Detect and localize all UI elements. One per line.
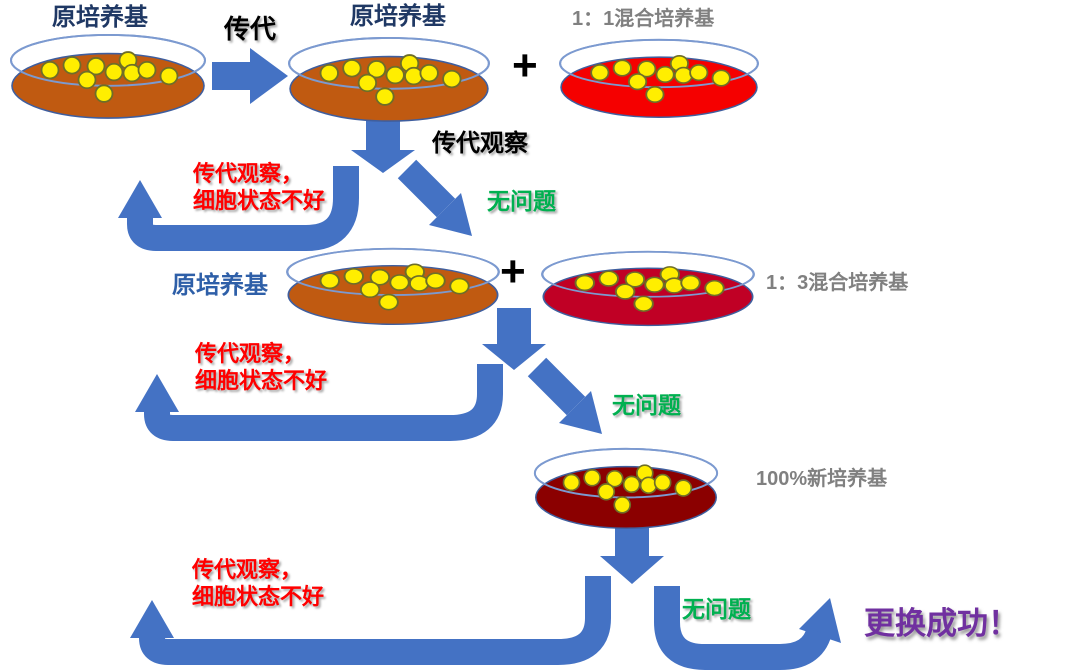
label-mix-1-1: 1：1混合培养基 bbox=[572, 8, 715, 30]
loop-arrow-3-path bbox=[139, 576, 611, 665]
passage-right-arrow bbox=[212, 48, 288, 104]
diagonal-arrow-1-line bbox=[397, 159, 456, 218]
dish-original-3 bbox=[284, 247, 502, 327]
dish-original-2 bbox=[286, 36, 492, 124]
block-arrows-group bbox=[118, 48, 841, 643]
bad-state-line1: 传代观察， bbox=[192, 557, 303, 582]
diagonal-arrow-1-head bbox=[429, 193, 472, 236]
cells-group bbox=[40, 51, 179, 103]
label-bad-state-1: 传代观察， 细胞状态不好 bbox=[193, 160, 325, 214]
bad-state-line1: 传代观察， bbox=[193, 161, 304, 186]
label-original-medium-1: 原培养基 bbox=[52, 4, 148, 31]
bad-state-line1: 传代观察， bbox=[195, 341, 306, 366]
label-no-problem-3: 无问题 bbox=[682, 596, 751, 622]
label-no-problem-1: 无问题 bbox=[487, 188, 556, 214]
loop-arrow-1-head bbox=[118, 180, 162, 218]
dish-mix-1-1 bbox=[557, 38, 761, 120]
loop-arrow-2-path bbox=[144, 364, 503, 441]
cells-group bbox=[319, 263, 470, 311]
dish-original-1 bbox=[8, 33, 208, 121]
label-bad-state-2: 传代观察， 细胞状态不好 bbox=[195, 340, 327, 394]
diagonal-arrow-2-line bbox=[527, 357, 586, 416]
label-new-medium-100: 100%新培养基 bbox=[756, 468, 888, 490]
bad-state-line2: 细胞状态不好 bbox=[192, 584, 325, 609]
label-original-medium-2: 原培养基 bbox=[350, 3, 446, 30]
label-passage-observe: 传代观察 bbox=[432, 130, 528, 157]
down-arrow-2 bbox=[482, 308, 546, 370]
down-arrow-1 bbox=[351, 118, 415, 173]
bad-state-line2: 细胞状态不好 bbox=[195, 368, 328, 393]
dish-mix-1-3 bbox=[539, 250, 757, 328]
down-arrow-3 bbox=[600, 522, 664, 584]
cells-group bbox=[590, 54, 731, 104]
label-original-medium-3: 原培养基 bbox=[172, 272, 268, 299]
cells-group bbox=[562, 464, 693, 514]
label-passage: 传代 bbox=[224, 14, 277, 44]
success-arrow-path bbox=[654, 586, 832, 670]
cells-group bbox=[574, 266, 725, 312]
cells-group bbox=[319, 54, 462, 106]
label-bad-state-3: 传代观察， 细胞状态不好 bbox=[192, 556, 324, 610]
loop-arrow-2-head bbox=[135, 374, 179, 412]
loop-arrow-1-path bbox=[127, 166, 359, 251]
dish-new-100 bbox=[532, 447, 720, 531]
label-plus-1: + bbox=[512, 41, 538, 90]
bad-state-line2: 细胞状态不好 bbox=[193, 188, 326, 213]
label-plus-2: + bbox=[500, 247, 526, 296]
label-mix-1-3: 1：3混合培养基 bbox=[766, 272, 909, 294]
loop-arrow-3-head bbox=[130, 600, 174, 638]
label-success: 更换成功！ bbox=[864, 606, 1019, 641]
label-no-problem-2: 无问题 bbox=[612, 392, 681, 418]
diagonal-arrow-2-head bbox=[559, 391, 602, 434]
loop-arrows-group bbox=[127, 159, 832, 670]
